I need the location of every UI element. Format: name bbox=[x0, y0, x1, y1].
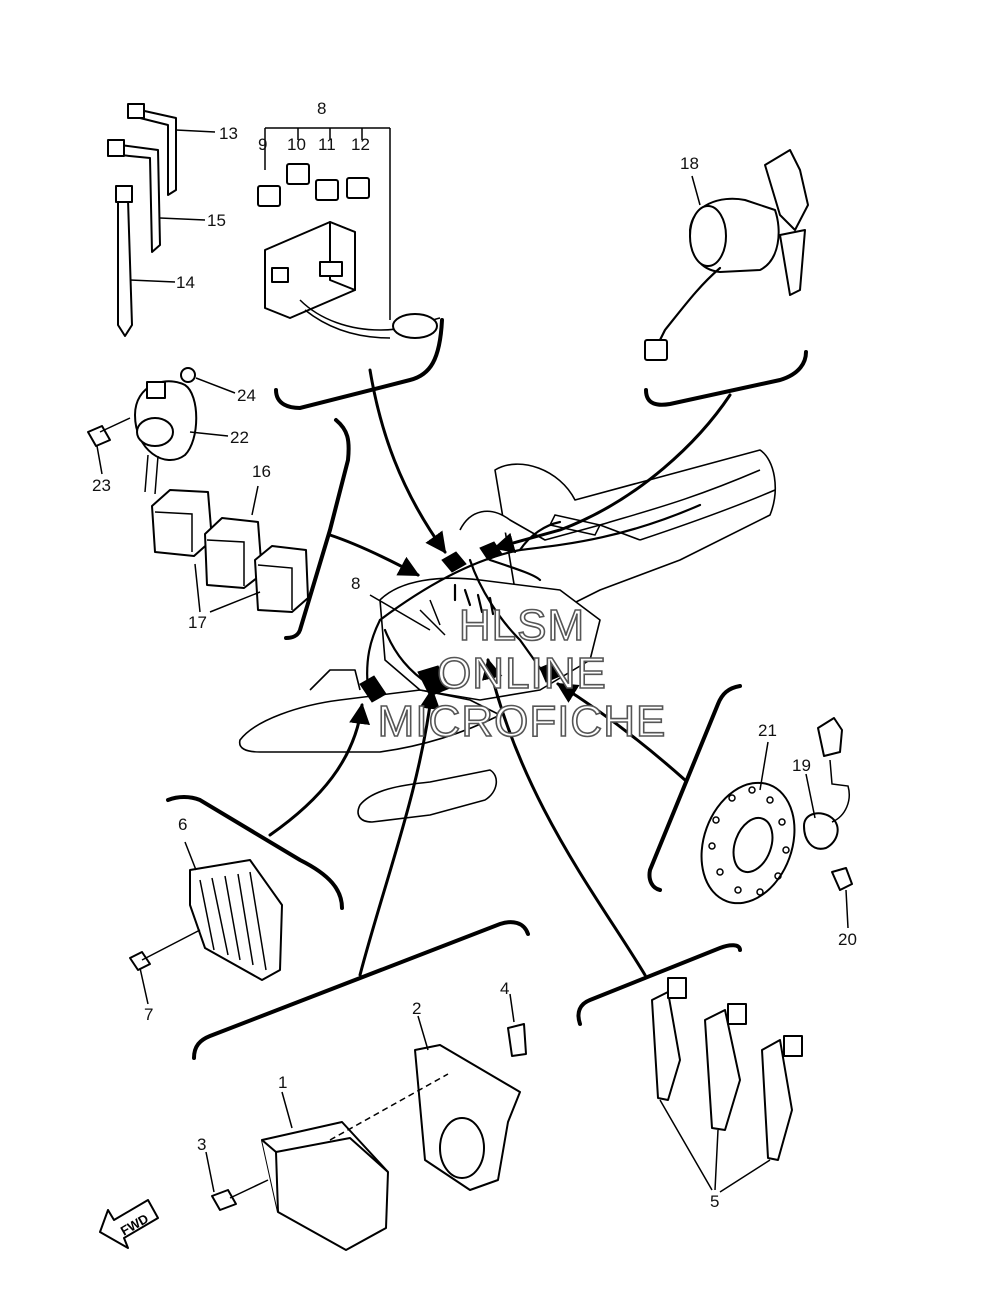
group-brackets bbox=[166, 318, 808, 1060]
rectifier-part-6 bbox=[129, 841, 283, 1005]
callout-8: 8 bbox=[317, 99, 326, 118]
callout-numbers: 1 2 3 4 5 6 7 8 9 10 11 12 13 14 15 16 1… bbox=[92, 99, 857, 1211]
fuse-box-part-8 bbox=[257, 127, 441, 339]
cdi-unit-parts-1-4 bbox=[205, 993, 527, 1251]
leader-lines bbox=[268, 368, 732, 977]
callout-15: 15 bbox=[207, 211, 226, 230]
callout-19: 19 bbox=[792, 756, 811, 775]
watermark: HLSM ONLINE MICROFICHE bbox=[377, 600, 667, 747]
callout-8-harness: 8 bbox=[351, 574, 360, 593]
callout-24: 24 bbox=[237, 386, 256, 405]
callout-2: 2 bbox=[412, 999, 421, 1018]
callout-18: 18 bbox=[680, 154, 699, 173]
callout-4: 4 bbox=[500, 979, 509, 998]
callout-20: 20 bbox=[838, 930, 857, 949]
callout-17: 17 bbox=[188, 613, 207, 632]
main-switch-part-18 bbox=[644, 149, 809, 361]
plug-caps-part-5 bbox=[651, 977, 803, 1193]
callout-5: 5 bbox=[710, 1192, 719, 1211]
callout-11: 11 bbox=[318, 135, 336, 154]
callout-21: 21 bbox=[758, 721, 777, 740]
callout-3: 3 bbox=[197, 1135, 206, 1154]
forward-marker: FWD bbox=[99, 1199, 159, 1249]
callout-7: 7 bbox=[144, 1005, 153, 1024]
callout-9: 9 bbox=[258, 135, 267, 154]
pickup-parts-19-20-21 bbox=[700, 717, 853, 929]
callout-1: 1 bbox=[278, 1073, 287, 1092]
watermark-line-2: ONLINE bbox=[437, 649, 607, 698]
callout-14: 14 bbox=[176, 273, 195, 292]
watermark-line-3: MICROFICHE bbox=[378, 697, 667, 746]
watermark-line-1: HLSM bbox=[459, 601, 585, 650]
harness-connectors bbox=[359, 541, 561, 703]
callout-10: 10 bbox=[287, 135, 306, 154]
callout-6: 6 bbox=[178, 815, 187, 834]
callout-13: 13 bbox=[219, 124, 238, 143]
callout-23: 23 bbox=[92, 476, 111, 495]
cable-ties-13-14-15 bbox=[107, 103, 216, 337]
callout-22: 22 bbox=[230, 428, 249, 447]
callout-12: 12 bbox=[351, 135, 370, 154]
buzzer-parts-22-23-24 bbox=[87, 367, 236, 495]
callout-16: 16 bbox=[252, 462, 271, 481]
relays-parts-16-17 bbox=[151, 485, 309, 613]
